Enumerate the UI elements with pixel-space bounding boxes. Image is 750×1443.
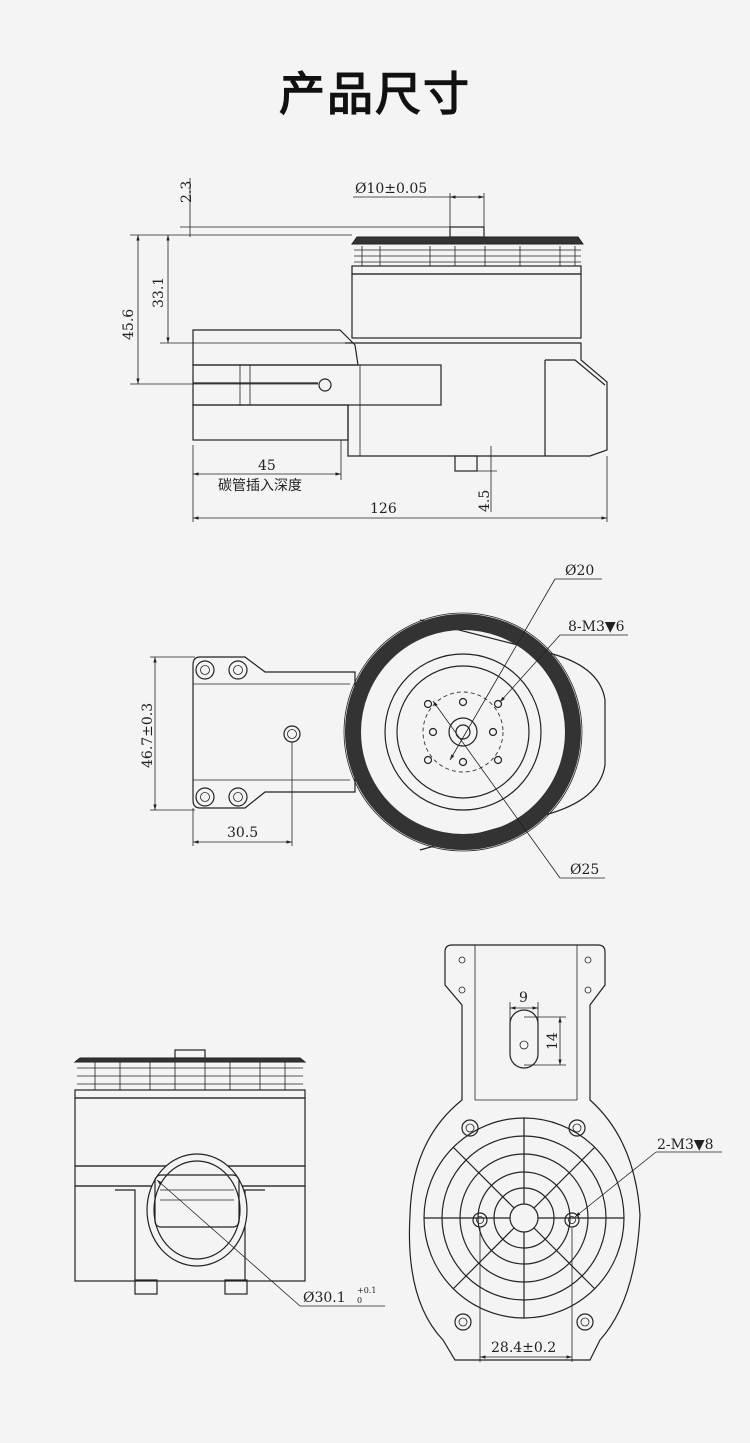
dim-screw-holes: 8-M3▼6 xyxy=(568,619,625,635)
tolerance-lower: 0 xyxy=(357,1296,362,1305)
arm-mount-holes xyxy=(195,660,248,807)
dim-slot-length: 14 xyxy=(545,1032,561,1050)
dim-slot-width: 9 xyxy=(519,990,528,1006)
dim-total-height: 45.6 xyxy=(121,309,137,340)
dim-total-length: 126 xyxy=(370,501,397,517)
bottom-view-drawing xyxy=(408,944,641,1361)
dim-outer-circle: Ø25 xyxy=(570,862,599,878)
dim-tube-diameter: Ø30.1 xyxy=(303,1290,346,1306)
page-title: 产品尺寸 xyxy=(279,67,471,121)
dim-shaft-diameter: Ø10±0.05 xyxy=(355,181,427,197)
bottom-corner-holes xyxy=(454,1119,594,1331)
dim-hole-offset: 30.5 xyxy=(227,825,258,841)
dim-motor-height: 33.1 xyxy=(151,277,167,308)
front-view-drawing xyxy=(73,1049,307,1295)
dim-top-gap: 2.3 xyxy=(179,181,195,203)
screw-holes-8 xyxy=(423,697,503,767)
dim-hole-spacing: 28.4±0.2 xyxy=(491,1340,556,1356)
dim-arm-width: 46.7±0.3 xyxy=(140,703,156,768)
side-view-drawing xyxy=(192,226,608,472)
side-view-dimensions: 2.3 45.6 33.1 Ø10±0.05 45 碳管插入深度 126 4.5 xyxy=(121,178,608,522)
top-view-dimensions: 46.7±0.3 30.5 Ø20 8-M3▼6 Ø25 xyxy=(140,563,628,879)
dim-pin-height: 4.5 xyxy=(477,490,493,512)
front-view-dimensions: Ø30.1 +0.1 0 xyxy=(156,1179,385,1307)
tolerance-upper: +0.1 xyxy=(357,1286,376,1295)
dim-mount-holes: 2-M3▼8 xyxy=(657,1137,714,1153)
grille xyxy=(423,1117,625,1319)
bottom-view-dimensions: 9 14 2-M3▼8 28.4±0.2 xyxy=(479,990,722,1362)
dim-insert-depth: 45 xyxy=(258,458,276,474)
top-view-drawing xyxy=(192,612,606,852)
insert-depth-label: 碳管插入深度 xyxy=(218,478,302,494)
dim-inner-circle: Ø20 xyxy=(565,563,594,579)
